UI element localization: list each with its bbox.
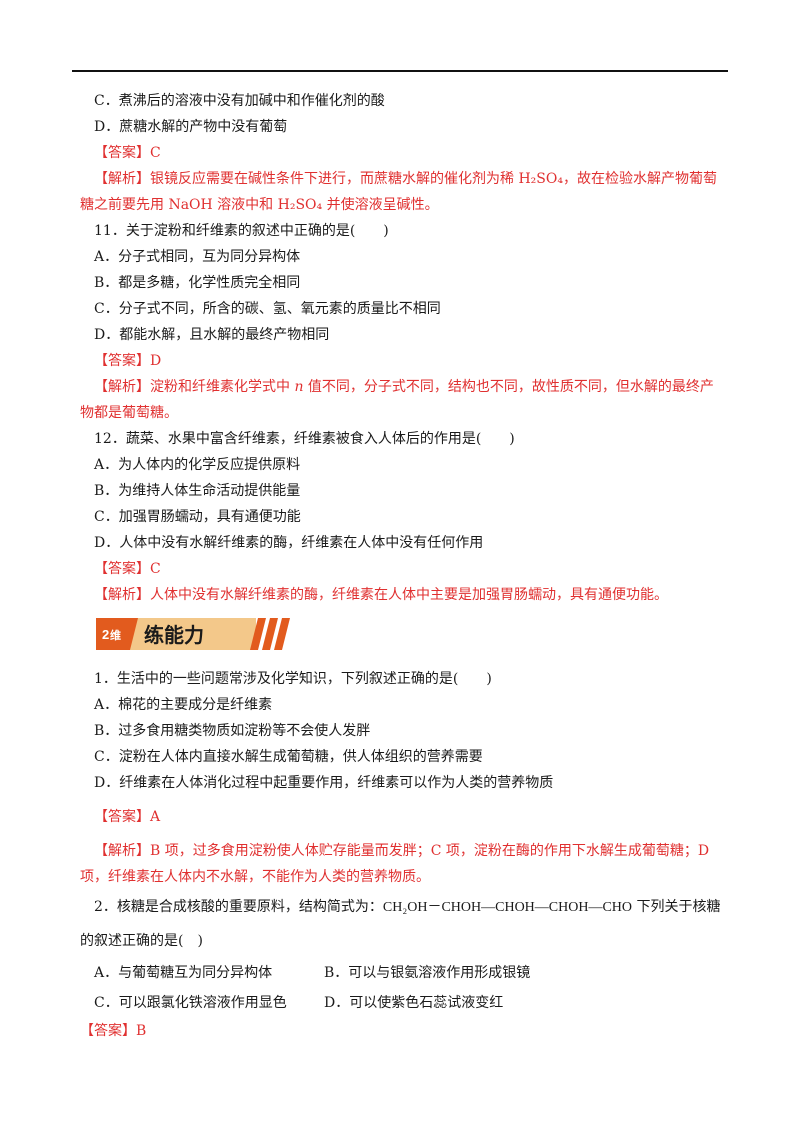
- analysis-text: 人体中没有水解纤维素的酶，纤维素在人体中主要是加强胃肠蠕动，具有通便功能。: [150, 587, 668, 603]
- structural-formula: CH₂OH－CHOH—CHOH—CHOH—CHO: [382, 900, 633, 915]
- analysis-tag: 【解析】: [94, 843, 150, 859]
- option-c: C．可以跟氯化铁溶液作用显色: [94, 995, 287, 1011]
- analysis-tag: 【解析】: [94, 587, 150, 603]
- answer-tag: 【答案】: [94, 353, 150, 369]
- option-a: A．分子式相同，互为同分异构体: [94, 249, 301, 265]
- banner-badge-suffix: 维: [110, 628, 121, 642]
- answer-value: A: [150, 809, 161, 825]
- option-d: D．都能水解，且水解的最终产物相同: [94, 327, 330, 343]
- answer-tag: 【答案】: [80, 1023, 136, 1039]
- analysis-variable-n: n: [294, 379, 304, 395]
- option-a: A．为人体内的化学反应提供原料: [94, 457, 301, 473]
- stem-text-b: 下列关于核糖: [632, 899, 721, 915]
- banner-title: 练能力: [144, 623, 204, 647]
- analysis-tag: 【解析】: [94, 379, 150, 395]
- option-c: C．加强胃肠蠕动，具有通便功能: [94, 509, 301, 525]
- option-b: B．过多食用糖类物质如淀粉等不会使人发胖: [94, 723, 371, 739]
- answer-line: 【答案】D: [94, 348, 734, 374]
- stem-text-a: 2．核糖是合成核酸的重要原料，结构简式为：: [94, 899, 383, 915]
- analysis-line: 【解析】银镜反应需要在碱性条件下进行，而蔗糖水解的催化剂为稀 H₂SO₄，故在检…: [94, 166, 734, 192]
- option-c: C．煮沸后的溶液中没有加碱中和作催化剂的酸: [94, 93, 385, 109]
- option-c: C．淀粉在人体内直接水解生成葡萄糖，供人体组织的营养需要: [94, 749, 483, 765]
- analysis-line-2: 糖之前要先用 NaOH 溶液中和 H₂SO₄ 并使溶液呈碱性。: [80, 197, 439, 213]
- options-row-1: A．与葡萄糖互为同分异构体 B．可以与银氨溶液作用形成银镜: [94, 958, 734, 988]
- analysis-text-a: 淀粉和纤维素化学式中: [150, 379, 295, 395]
- option-a: A．棉花的主要成分是纤维素: [94, 697, 273, 713]
- option-d: D．蔗糖水解的产物中没有葡萄: [94, 119, 288, 135]
- answer-tag: 【答案】: [94, 809, 150, 825]
- banner-stripe-1: [250, 618, 266, 650]
- section-banner: 2 维 练能力: [96, 616, 396, 656]
- question-stem: 1．生活中的一些问题常涉及化学知识，下列叙述正确的是( ): [94, 671, 492, 687]
- analysis-line: 【解析】人体中没有水解纤维素的酶，纤维素在人体中主要是加强胃肠蠕动，具有通便功能…: [94, 582, 734, 608]
- answer-value: C: [150, 145, 161, 161]
- analysis-text: 银镜反应需要在碱性条件下进行，而蔗糖水解的催化剂为稀 H₂SO₄，故在检验水解产…: [150, 171, 717, 187]
- question-stem: 11．关于淀粉和纤维素的叙述中正确的是( ): [94, 223, 389, 239]
- options-row-2: C．可以跟氯化铁溶液作用显色 D．可以使紫色石蕊试液变红: [94, 988, 734, 1018]
- answer-line: 【答案】A: [94, 804, 734, 830]
- answer-line: 【答案】B: [80, 1018, 734, 1044]
- option-d: D．可以使紫色石蕊试液变红: [324, 995, 504, 1011]
- analysis-text-b: 值不同，分子式不同，结构也不同，故性质不同，但水解的最终产: [303, 379, 714, 395]
- header-rule: [72, 70, 728, 72]
- answer-tag: 【答案】: [94, 145, 150, 161]
- option-c: C．分子式不同，所含的碳、氢、氧元素的质量比不相同: [94, 301, 441, 317]
- option-b: B．可以与银氨溶液作用形成银镜: [324, 965, 531, 981]
- analysis-line: 【解析】B 项，过多食用淀粉使人体贮存能量而发胖；C 项，淀粉在酶的作用下水解生…: [94, 838, 734, 864]
- page-content: C．煮沸后的溶液中没有加碱中和作催化剂的酸 D．蔗糖水解的产物中没有葡萄 【答案…: [80, 88, 734, 1044]
- analysis-text: B 项，过多食用淀粉使人体贮存能量而发胖；C 项，淀粉在酶的作用下水解生成葡萄糖…: [150, 843, 710, 859]
- analysis-line: 【解析】淀粉和纤维素化学式中 n 值不同，分子式不同，结构也不同，故性质不同，但…: [94, 374, 734, 400]
- option-d: D．人体中没有水解纤维素的酶，纤维素在人体中没有任何作用: [94, 535, 484, 551]
- banner-graphic: 2 维 练能力: [96, 618, 290, 650]
- analysis-tag: 【解析】: [94, 171, 150, 187]
- answer-line: 【答案】C: [94, 140, 734, 166]
- question-stem: 2．核糖是合成核酸的重要原料，结构简式为：CH₂OH－CHOH—CHOH—CHO…: [94, 890, 734, 924]
- answer-value: D: [150, 353, 162, 369]
- option-b: B．都是多糖，化学性质完全相同: [94, 275, 301, 291]
- banner-badge-number: 2: [102, 627, 109, 642]
- banner-stripe-2: [262, 618, 278, 650]
- analysis-line-2: 物都是葡萄糖。: [80, 405, 178, 421]
- answer-value: C: [150, 561, 161, 577]
- answer-line: 【答案】C: [94, 556, 734, 582]
- question-stem-line-2: 的叙述正确的是( ): [80, 933, 203, 949]
- question-stem: 12．蔬菜、水果中富含纤维素，纤维素被食入人体后的作用是( ): [94, 431, 515, 447]
- analysis-line-2: 项，纤维素在人体内不水解，不能作为人类的营养物质。: [80, 869, 430, 885]
- answer-value: B: [136, 1023, 147, 1039]
- option-d: D．纤维素在人体消化过程中起重要作用，纤维素可以作为人类的营养物质: [94, 775, 554, 791]
- banner-stripe-3: [274, 618, 290, 650]
- banner-badge: [96, 618, 138, 650]
- answer-tag: 【答案】: [94, 561, 150, 577]
- option-a: A．与葡萄糖互为同分异构体: [94, 965, 273, 981]
- option-b: B．为维持人体生命活动提供能量: [94, 483, 301, 499]
